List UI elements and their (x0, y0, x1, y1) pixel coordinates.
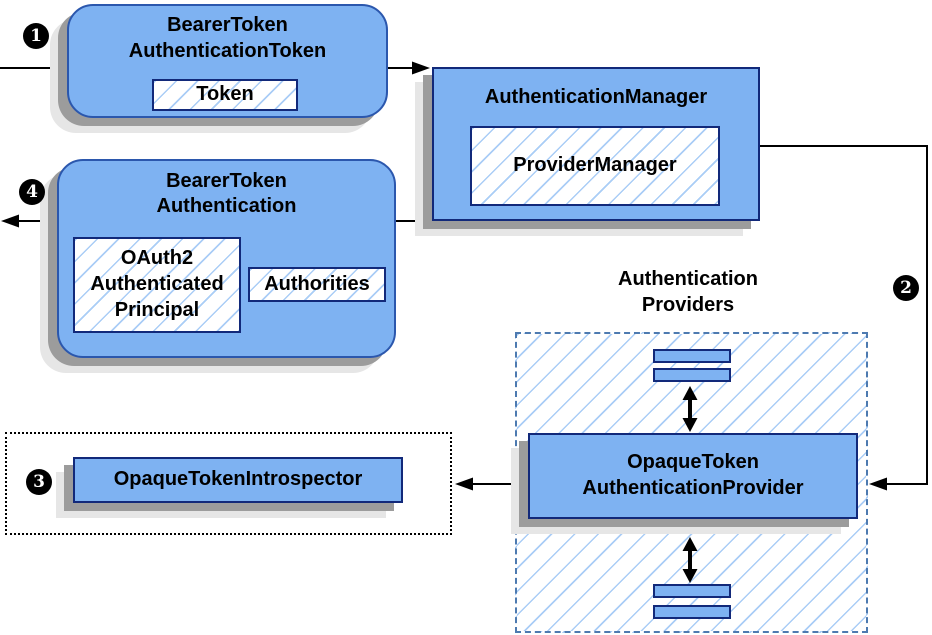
principal-line: OAuth2 (120, 247, 194, 269)
node-title: OpaqueToken AuthenticationProvider (530, 435, 856, 501)
provider-placeholder-bar (653, 584, 731, 598)
step-badge-1: 1 (23, 23, 49, 49)
principal-line: Principal (114, 299, 200, 321)
node-title-line: AuthenticationProvider (582, 477, 804, 499)
double-arrow-icon (682, 386, 698, 432)
double-arrow-icon (682, 537, 698, 583)
node-title-line: Authentication (156, 195, 297, 217)
node-token: Token (152, 79, 298, 111)
node-title: BearerToken Authentication (59, 161, 394, 219)
provider-placeholder-bar (653, 368, 731, 382)
step-badge-4: 4 (19, 179, 45, 205)
node-authorities: Authorities (248, 267, 386, 302)
node-opaque-token-introspector: OpaqueTokenIntrospector (73, 457, 403, 503)
provider-placeholder-bar (653, 605, 731, 619)
label-line: Providers (641, 294, 735, 316)
authentication-providers-label: Authentication Providers (578, 266, 798, 318)
node-title-line: BearerToken (167, 14, 288, 36)
node-title-line: BearerToken (166, 170, 287, 192)
node-bearer-token-authentication-token: BearerToken AuthenticationToken Token (67, 4, 388, 118)
opaque-token-introspector-container: OpaqueTokenIntrospector (5, 432, 452, 535)
provider-placeholder-bar (653, 349, 731, 363)
arrowhead-left-icon (455, 477, 473, 491)
node-authentication-manager: AuthenticationManager ProviderManager (432, 67, 760, 221)
arrowhead-right-icon (412, 61, 430, 75)
authentication-providers-container: OpaqueToken AuthenticationProvider (515, 332, 868, 633)
flow-2-line (760, 145, 928, 485)
node-title-line: OpaqueToken (627, 451, 759, 473)
node-provider-manager: ProviderManager (470, 126, 720, 206)
arrowhead-left-icon (1, 214, 19, 228)
arrowhead-left-icon (869, 477, 887, 491)
principal-line: Authenticated (90, 273, 224, 295)
node-bearer-token-authentication: BearerToken Authentication OAuth2 Authen… (57, 159, 396, 358)
step-badge-2: 2 (893, 275, 919, 301)
step-badge-3: 3 (26, 469, 52, 495)
node-opaque-token-authentication-provider: OpaqueToken AuthenticationProvider (528, 433, 858, 519)
node-oauth2-authenticated-principal: OAuth2 Authenticated Principal (73, 237, 241, 333)
node-title: AuthenticationManager (484, 86, 708, 108)
node-title-line: AuthenticationToken (128, 40, 327, 62)
node-title: BearerToken AuthenticationToken (69, 6, 386, 64)
label-line: Authentication (618, 268, 758, 290)
